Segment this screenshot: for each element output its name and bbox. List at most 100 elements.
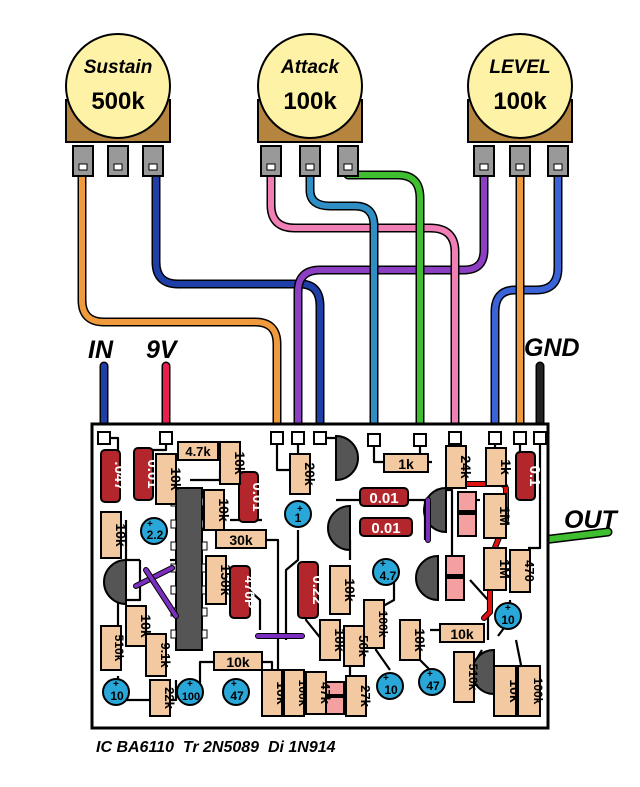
res-r10: 1M — [483, 493, 513, 539]
jumper-stroke — [144, 568, 178, 618]
pot-label: LEVEL — [489, 57, 550, 78]
component-label: 9.1k — [158, 642, 173, 668]
wire-blue-sustain — [151, 170, 325, 437]
res-r11: 30k — [215, 529, 267, 549]
cap-c3: 0.01 — [238, 471, 266, 523]
component-label: 10 — [384, 683, 398, 697]
elec-e7: +47 — [222, 678, 250, 706]
wire-stroke — [345, 172, 423, 443]
component-label: + — [231, 679, 237, 690]
elec-e2: +1 — [284, 500, 312, 528]
parts-caption: IC BA6110 Tr 2N5089 Di 1N914 — [96, 739, 336, 756]
elec-e9: +47 — [418, 668, 446, 696]
board-pads — [97, 431, 547, 447]
wire-pink-attack — [266, 170, 460, 437]
component-label: 22k — [162, 687, 177, 709]
wire-stroke — [295, 172, 487, 435]
component-label: 47 — [230, 689, 244, 703]
elec-e1: +2.2 — [140, 517, 168, 545]
res-r25: 100k — [363, 599, 390, 649]
elec-e4: +10 — [494, 602, 522, 630]
elec-e3: +4.7 — [372, 558, 400, 586]
pot-knob[interactable] — [257, 33, 363, 139]
wire-blue-level — [490, 165, 563, 437]
res-r32: 100k — [517, 665, 545, 717]
wire-stroke — [268, 172, 458, 435]
ic-ba6110 — [170, 487, 208, 651]
terminal-9v-label: 9V — [146, 336, 179, 364]
component-label: 27k — [358, 685, 373, 707]
cap-label: 470P — [242, 576, 258, 609]
res-r27: 27k — [345, 675, 373, 717]
res-r4: 10k — [219, 441, 248, 485]
component-label: 10k — [113, 523, 129, 547]
cap-c1: .047 — [100, 449, 128, 503]
res-r30: 510k — [453, 651, 480, 703]
pot-sustain[interactable]: Sustain 500k — [65, 33, 171, 177]
cap-c8: 0.22 — [297, 561, 326, 619]
pot-knob[interactable] — [467, 33, 573, 139]
component-label: 510k — [466, 664, 480, 691]
res-r6: 20k — [289, 453, 318, 495]
res-r12: 150k — [205, 555, 234, 605]
component-label: 150k — [218, 564, 234, 595]
component-label: 20k — [302, 462, 318, 486]
component-label: + — [383, 673, 389, 684]
res-r23: 47k — [305, 671, 333, 715]
resistors: 10k 10k 10k 10k 20k 24k 1k 1M 150k 10k 1… — [100, 441, 545, 717]
component-label: 30k — [229, 532, 253, 548]
terminal-in-label: IN — [88, 336, 114, 364]
component-label: 10k — [138, 614, 154, 638]
cap-label: .047 — [111, 461, 128, 490]
res-r3: 4.7k — [177, 441, 219, 461]
wire-stroke — [307, 172, 377, 443]
cap-c5: 0.01 — [359, 487, 409, 507]
cap-label: 0.1 — [526, 466, 543, 487]
component-label: 10k — [412, 628, 428, 652]
cap-c4: 0.1 — [515, 451, 543, 501]
pot-lug-3 — [547, 145, 569, 177]
pot-attack[interactable]: Attack 100k — [257, 33, 363, 177]
component-label: 4.7 — [380, 569, 397, 583]
res-r8: 24k — [445, 445, 474, 489]
res-r28: 10k — [399, 619, 428, 661]
film-capacitors: .047 0.01 0.01 0.1 0.01 0.01 470P 0.22 — [100, 447, 543, 619]
component-label: 10k — [232, 451, 248, 475]
component-label: 10 — [110, 689, 124, 703]
pot-knob[interactable] — [65, 33, 171, 139]
terminal-gnd-label: GND — [524, 334, 580, 362]
component-label: + — [113, 679, 119, 690]
wire-purple-level — [293, 170, 489, 437]
elec-e6: +100 — [176, 678, 204, 706]
res-r16: 510k — [100, 625, 126, 671]
component-label: 10k — [168, 467, 184, 491]
cap-label: 0.01 — [371, 520, 400, 537]
elec-e5: +10 — [102, 678, 130, 706]
component-label: 10k — [450, 626, 474, 642]
res-r19: 22k — [149, 679, 177, 717]
res-r17: 10k — [125, 605, 154, 647]
res-r7: 1k — [383, 453, 429, 473]
res-r1: 10k — [100, 511, 129, 559]
pot-value: 500k — [91, 88, 145, 115]
component-label: + — [297, 504, 303, 515]
component-label: 47 — [426, 679, 440, 693]
component-label: 10 — [501, 613, 515, 627]
component-label: 510k — [112, 635, 126, 662]
pot-lug-2 — [299, 145, 321, 177]
cap-label: 0.01 — [369, 490, 398, 507]
component-label: + — [380, 559, 386, 570]
pot-value: 100k — [493, 88, 547, 115]
pot-level[interactable]: LEVEL 100k — [467, 33, 573, 177]
pot-label: Attack — [280, 57, 341, 78]
transistors — [103, 434, 495, 696]
cap-label: 0.22 — [309, 575, 326, 604]
res-r20: 10k — [213, 651, 263, 671]
component-label: 1 — [295, 511, 302, 525]
wire-stroke — [153, 172, 323, 435]
component-label: 10k — [226, 654, 250, 670]
res-r9: 1k — [485, 447, 514, 487]
pot-lug-2 — [509, 145, 531, 177]
component-label: 1k — [498, 459, 514, 475]
